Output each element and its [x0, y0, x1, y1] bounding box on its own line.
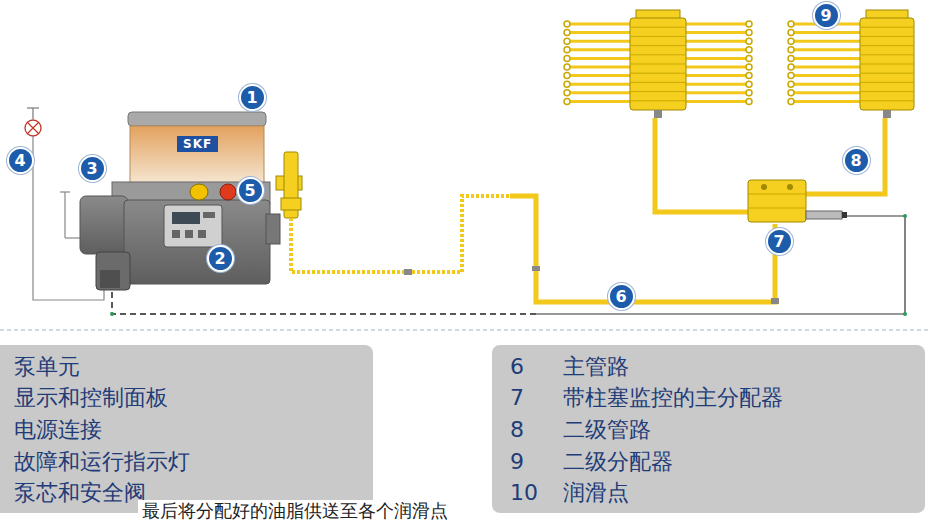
key-text: 主管路: [563, 354, 629, 380]
callout-number: 9: [820, 6, 831, 25]
signal-cable-dashed: [112, 292, 536, 314]
callout-number: 3: [86, 159, 97, 178]
callout-circle: 3: [79, 155, 106, 182]
key-text: 带柱塞监控的主分配器: [563, 385, 783, 411]
separator-line: [0, 330, 930, 331]
callout-circle: 7: [766, 228, 793, 255]
callout-number: 6: [615, 287, 626, 306]
callout-number: 7: [773, 232, 784, 251]
key-text: 泵单元: [14, 354, 80, 380]
callout-circle: 5: [237, 177, 264, 204]
secondary-distributor: [564, 10, 752, 118]
callout-circle: 4: [7, 147, 34, 174]
key-text: 泵芯和安全阀: [14, 480, 146, 506]
callout-number: 2: [214, 249, 225, 268]
key-number: 7: [510, 385, 524, 411]
secondary-line: [655, 118, 752, 212]
key-text: 故障和运行指示灯: [14, 449, 190, 475]
callout-number: 4: [14, 151, 25, 170]
callout-circle: 1: [239, 84, 266, 111]
pump-element: [276, 152, 302, 218]
callout-number: 5: [244, 181, 255, 200]
key-text: 二级分配器: [563, 449, 673, 475]
caption: 最后将分配好的油脂供送至各个润滑点: [138, 500, 452, 521]
key-text: 二级管路: [563, 417, 651, 443]
signal-cable: [536, 216, 905, 314]
power-wire: [60, 192, 82, 238]
callout-number: 1: [246, 88, 257, 107]
secondary-distributor: [788, 10, 914, 118]
pump-unit: [80, 112, 280, 290]
key-text: 显示和控制面板: [14, 385, 168, 411]
legend-panel: 泵单元显示和控制面板电源连接故障和运行指示灯泵芯和安全阀: [0, 345, 373, 513]
main-distributor: [748, 180, 847, 222]
callout-circle: 6: [608, 283, 635, 310]
key-text: 电源连接: [14, 417, 102, 443]
key-number: 8: [510, 417, 524, 443]
secondary-line: [805, 118, 885, 194]
legend-panel: 6 主管路 7 带柱塞监控的主分配器 8 二级管路 9 二级分配器 10 润滑点: [492, 345, 925, 513]
key-number: 9: [510, 449, 524, 475]
key-text: 润滑点: [563, 480, 629, 506]
key-number: 6: [510, 354, 524, 380]
callout-circle: 9: [813, 2, 840, 29]
callout-circle: 8: [843, 147, 870, 174]
brand-logo: SKF: [177, 136, 218, 152]
callout-number: 8: [850, 151, 861, 170]
control-panel: [164, 205, 222, 247]
callout-circle: 2: [207, 245, 234, 272]
key-number: 10: [510, 480, 538, 506]
main-line-hose: [291, 196, 510, 272]
